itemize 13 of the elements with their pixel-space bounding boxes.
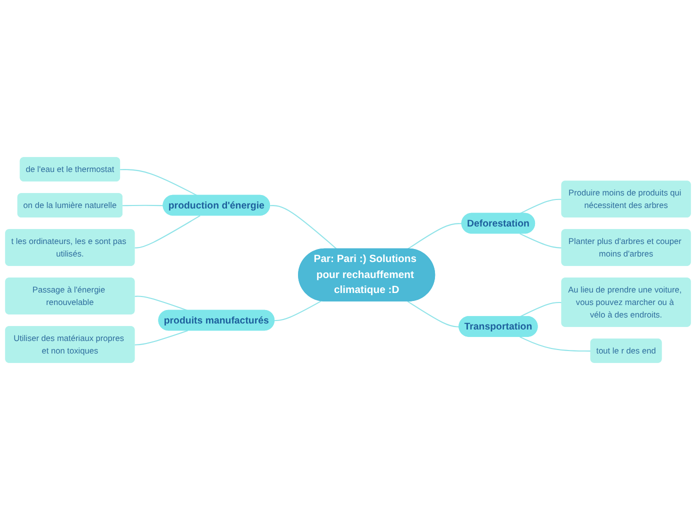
connector (270, 205, 338, 250)
connector (122, 204, 164, 206)
connector (134, 215, 200, 248)
connector (120, 169, 198, 196)
connector (134, 296, 188, 312)
connector (134, 330, 188, 346)
connector (520, 336, 592, 352)
connector (520, 233, 562, 248)
connector (274, 300, 322, 322)
connector (407, 223, 462, 250)
connector (407, 300, 460, 328)
connector (520, 302, 562, 318)
connector (520, 198, 562, 214)
